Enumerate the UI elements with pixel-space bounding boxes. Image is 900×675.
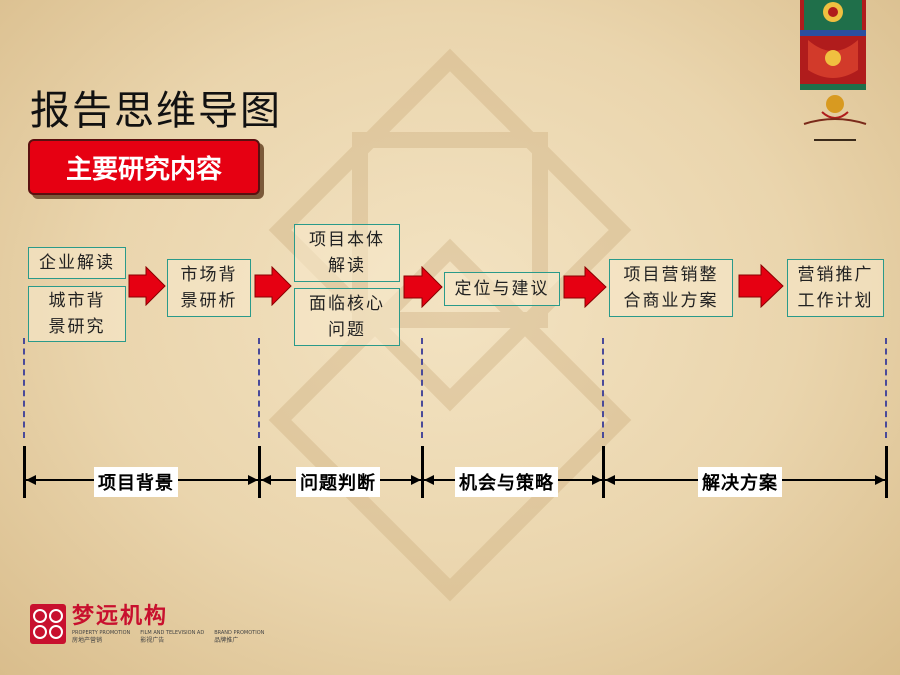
phase-divider-dashed: [258, 338, 260, 438]
arrow-right-icon: [254, 266, 292, 306]
phase-label-problem: 问题判断: [296, 467, 380, 497]
box-chengshi: 城市背景研究: [28, 286, 126, 342]
box-mianlin: 面临核心问题: [294, 288, 400, 346]
timeline-tick: [258, 446, 261, 498]
timeline-tick: [421, 446, 424, 498]
logo-tag-cn-1: 房地产营销: [72, 636, 103, 644]
box-dingwei: 定位与建议: [444, 272, 560, 306]
tibetan-banner-decoration: [800, 0, 866, 90]
arrow-right-icon: [563, 266, 607, 308]
brand-emblem: [803, 95, 867, 141]
section-heading-text: 主要研究内容: [65, 154, 222, 185]
arrow-right-icon: [128, 266, 166, 306]
logo-tag-en-3: BRAND PROMOTION: [214, 629, 265, 636]
box-jihua: 营销推广工作计划: [787, 259, 884, 317]
logo-mark-icon: [30, 604, 66, 644]
section-heading-box: 主要研究内容: [28, 139, 260, 195]
arrow-right-icon: [403, 266, 443, 308]
logo-name: 梦远机构: [72, 603, 169, 629]
arrow-right-icon: [738, 264, 784, 308]
page-title: 报告思维导图: [30, 88, 282, 134]
phase-divider-dashed: [602, 338, 604, 438]
logo-tag-en-1: PROPERTY PROMOTION: [72, 629, 131, 636]
phase-divider-dashed: [885, 338, 887, 438]
phase-label-solution: 解决方案: [698, 467, 782, 497]
box-xiangmu: 项目本体解读: [294, 224, 400, 282]
phase-label-opportunity: 机会与策略: [455, 467, 558, 497]
timeline-tick: [23, 446, 26, 498]
box-yingxiao: 项目营销整合商业方案: [609, 259, 733, 317]
timeline-tick: [885, 446, 888, 498]
box-qiye: 企业解读: [28, 247, 126, 279]
phase-label-background: 项目背景: [94, 467, 178, 497]
phase-divider-dashed: [23, 338, 25, 438]
phase-divider-dashed: [421, 338, 423, 438]
logo-tag-cn-3: 品牌推广: [214, 636, 239, 644]
logo-tag-en-2: FILM AND TELEVISION AD: [140, 629, 205, 636]
company-logo: 梦远机构 PROPERTY PROMOTION 房地产营销 FILM AND T…: [30, 604, 264, 644]
timeline-tick: [602, 446, 605, 498]
box-shichang: 市场背景研析: [167, 259, 251, 317]
logo-tag-cn-2: 影视广告: [140, 636, 165, 644]
